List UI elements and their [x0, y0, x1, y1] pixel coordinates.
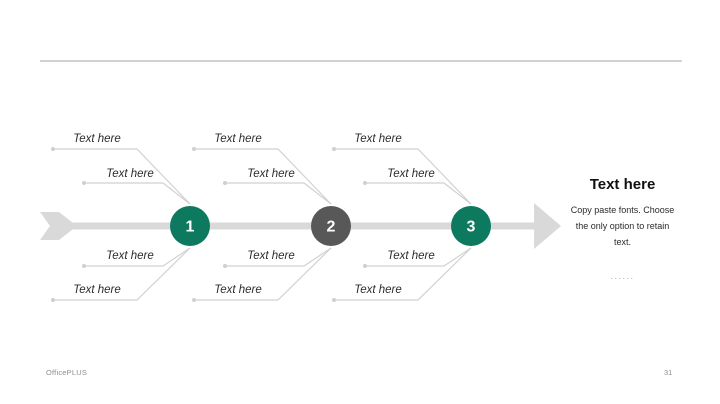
spine-line[interactable] [70, 222, 538, 230]
branch-line-top-outer [334, 148, 472, 205]
branch-line-top-outer [194, 148, 332, 205]
step-circle-2[interactable] [311, 206, 351, 246]
step-circle-3[interactable] [451, 206, 491, 246]
branch-label[interactable]: Text here [214, 284, 262, 296]
branch-line-bottom-inner [84, 247, 191, 267]
branch-line-top-inner [225, 182, 332, 205]
branch-line-bottom-outer [53, 247, 191, 301]
branch-label[interactable]: Text here [73, 284, 121, 296]
callout-title[interactable]: Text here [589, 176, 656, 193]
branch-line-top-inner [84, 182, 191, 205]
step-number-3: 3 [467, 219, 476, 236]
branch-label[interactable]: Text here [214, 133, 262, 145]
branch-line-bottom-inner [365, 247, 472, 267]
branch-label[interactable]: Text here [106, 168, 154, 180]
branch-label[interactable]: Text here [106, 250, 154, 262]
callout-body[interactable]: Copy paste fonts. Choose the only option… [570, 205, 675, 247]
step-1-group: Text here Text here Text here Text here … [51, 133, 210, 302]
step-3-group: Text here Text here Text here Text here … [332, 133, 491, 302]
branch-line-top-inner [365, 182, 472, 205]
branch-label[interactable]: Text here [247, 250, 295, 262]
branch-label[interactable]: Text here [387, 168, 435, 180]
step-number-2: 2 [327, 219, 336, 236]
step-number-1: 1 [186, 219, 195, 236]
branch-label[interactable]: Text here [387, 250, 435, 262]
callout-ellipsis: ...... [610, 271, 635, 281]
branch-line-top-outer [53, 148, 191, 205]
spine-arrowhead[interactable] [534, 203, 561, 249]
step-circle-1[interactable] [170, 206, 210, 246]
branch-line-bottom-inner [225, 247, 332, 267]
branch-label[interactable]: Text here [247, 168, 295, 180]
step-2-group: Text here Text here Text here Text here … [192, 133, 351, 302]
branch-label[interactable]: Text here [73, 133, 121, 145]
page-number: 31 [664, 368, 673, 377]
branch-line-bottom-outer [194, 247, 332, 301]
conclusion-callout[interactable]: Text here Copy paste fonts. Choose the o… [557, 176, 688, 282]
spine-tail-chevron[interactable] [40, 212, 77, 240]
branch-label[interactable]: Text here [354, 284, 402, 296]
footer-brand: OfficePLUS [46, 368, 88, 377]
branch-label[interactable]: Text here [354, 133, 402, 145]
branch-line-bottom-outer [334, 247, 472, 301]
